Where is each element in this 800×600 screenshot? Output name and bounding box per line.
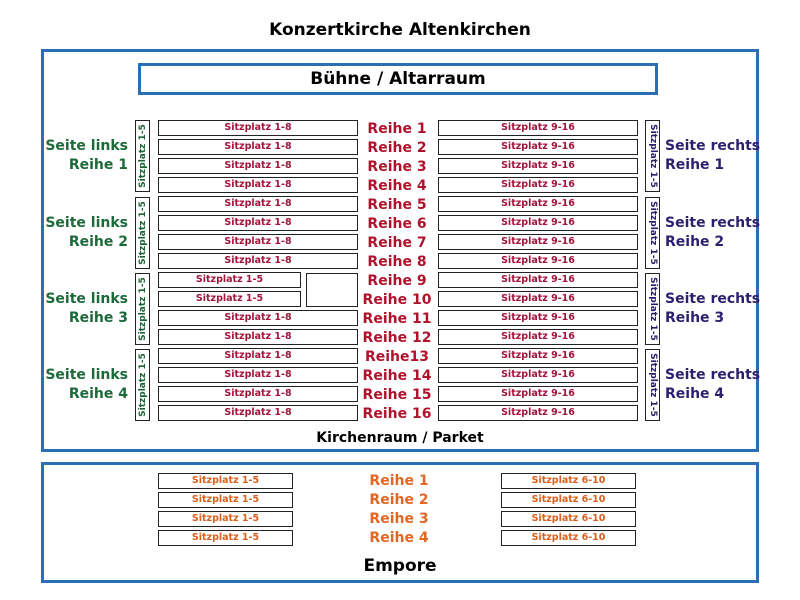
seat-block-right: Sitzplatz 9-16	[438, 348, 638, 364]
seat-block-right: Sitzplatz 9-16	[438, 310, 638, 326]
seat-block-left: Sitzplatz 1-8	[158, 329, 358, 345]
gallery-seat-block-left: Sitzplatz 1-5	[158, 492, 293, 508]
side-seat-block-left: Sitzplatz 1-5	[135, 349, 150, 421]
side-seat-label: Sitzplatz 1-5	[647, 353, 658, 417]
side-left-label-line1: Seite links	[45, 291, 128, 307]
side-left-label-line2: Reihe 3	[68, 310, 128, 326]
seat-block-left: Sitzplatz 1-8	[158, 367, 358, 383]
gallery-seat-block-left: Sitzplatz 1-5	[158, 530, 293, 546]
seat-block-right: Sitzplatz 9-16	[438, 215, 638, 231]
gallery-seat-block-left: Sitzplatz 1-5	[158, 473, 293, 489]
row-label: Reihe 9	[367, 273, 427, 289]
nave-frame	[41, 49, 759, 452]
row-label: Reihe 3	[367, 159, 427, 175]
gallery-label: Empore	[363, 556, 437, 576]
side-right-label-line1: Seite rechts	[665, 291, 761, 307]
stage-altar: Bühne / Altarraum	[138, 63, 658, 95]
side-seat-label: Sitzplatz 1-5	[647, 124, 658, 188]
seat-block-left: Sitzplatz 1-8	[158, 386, 358, 402]
seat-block-left: Sitzplatz 1-8	[158, 310, 358, 326]
seat-block-right: Sitzplatz 9-16	[438, 291, 638, 307]
gallery-row-label: Reihe 2	[369, 492, 429, 508]
row-label: Reihe 10	[362, 292, 432, 308]
seat-block-left: Sitzplatz 1-8	[158, 139, 358, 155]
side-seat-label: Sitzplatz 1-5	[647, 277, 658, 341]
gallery-seat-block-right: Sitzplatz 6-10	[501, 492, 636, 508]
row-label: Reihe 6	[367, 216, 427, 232]
seat-block-right: Sitzplatz 9-16	[438, 272, 638, 288]
side-left-label-line1: Seite links	[45, 367, 128, 383]
empty-area-block	[306, 273, 358, 307]
gallery-seat-block-right: Sitzplatz 6-10	[501, 530, 636, 546]
side-seat-block-left: Sitzplatz 1-5	[135, 197, 150, 269]
row-label: Reihe 16	[362, 406, 432, 422]
side-left-label-line2: Reihe 1	[68, 157, 128, 173]
row-label: Reihe 15	[362, 387, 432, 403]
seat-block-right: Sitzplatz 9-16	[438, 329, 638, 345]
seat-block-right: Sitzplatz 9-16	[438, 158, 638, 174]
side-left-label-line1: Seite links	[45, 215, 128, 231]
side-seat-label: Sitzplatz 1-5	[137, 277, 148, 341]
row-label: Reihe 1	[367, 121, 427, 137]
row-label: Reihe 7	[367, 235, 427, 251]
side-seat-block-left: Sitzplatz 1-5	[135, 273, 150, 345]
row-label: Reihe 11	[362, 311, 432, 327]
seat-block-left: Sitzplatz 1-5	[158, 291, 301, 307]
seat-block-right: Sitzplatz 9-16	[438, 386, 638, 402]
seat-block-right: Sitzplatz 9-16	[438, 139, 638, 155]
side-seat-block-left: Sitzplatz 1-5	[135, 120, 150, 192]
side-seat-label: Sitzplatz 1-5	[137, 353, 148, 417]
nave-label: Kirchenraum / Parket	[316, 430, 484, 446]
side-right-label-line1: Seite rechts	[665, 138, 761, 154]
side-right-label-line2: Reihe 1	[665, 157, 725, 173]
side-left-label-line1: Seite links	[45, 138, 128, 154]
row-label: Reihe13	[364, 349, 430, 365]
gallery-frame	[41, 462, 759, 583]
gallery-row-label: Reihe 1	[369, 473, 429, 489]
gallery-row-label: Reihe 4	[369, 530, 429, 546]
seat-block-right: Sitzplatz 9-16	[438, 120, 638, 136]
seat-block-right: Sitzplatz 9-16	[438, 234, 638, 250]
side-right-label-line2: Reihe 3	[665, 310, 725, 326]
gallery-seat-block-right: Sitzplatz 6-10	[501, 473, 636, 489]
seat-block-left: Sitzplatz 1-8	[158, 177, 358, 193]
row-label: Reihe 14	[362, 368, 432, 384]
row-label: Reihe 2	[367, 140, 427, 156]
seat-block-right: Sitzplatz 9-16	[438, 253, 638, 269]
row-label: Reihe 4	[367, 178, 427, 194]
side-seat-label: Sitzplatz 1-5	[647, 201, 658, 265]
side-left-label-line2: Reihe 2	[68, 234, 128, 250]
seat-block-left: Sitzplatz 1-8	[158, 405, 358, 421]
seat-block-left: Sitzplatz 1-8	[158, 234, 358, 250]
row-label: Reihe 8	[367, 254, 427, 270]
side-seat-block-right: Sitzplatz 1-5	[645, 349, 660, 421]
side-right-label-line1: Seite rechts	[665, 215, 761, 231]
seat-block-right: Sitzplatz 9-16	[438, 196, 638, 212]
gallery-row-label: Reihe 3	[369, 511, 429, 527]
seat-block-left: Sitzplatz 1-8	[158, 215, 358, 231]
side-seat-block-right: Sitzplatz 1-5	[645, 273, 660, 345]
seat-block-left: Sitzplatz 1-8	[158, 253, 358, 269]
side-right-label-line2: Reihe 2	[665, 234, 725, 250]
seat-block-left: Sitzplatz 1-8	[158, 196, 358, 212]
seat-block-left: Sitzplatz 1-5	[158, 272, 301, 288]
row-label: Reihe 12	[362, 330, 432, 346]
seat-block-left: Sitzplatz 1-8	[158, 120, 358, 136]
row-label: Reihe 5	[367, 197, 427, 213]
side-right-label-line2: Reihe 4	[665, 386, 725, 402]
side-seat-label: Sitzplatz 1-5	[137, 124, 148, 188]
gallery-seat-block-right: Sitzplatz 6-10	[501, 511, 636, 527]
side-right-label-line1: Seite rechts	[665, 367, 761, 383]
page-title: Konzertkirche Altenkirchen	[269, 20, 531, 40]
side-left-label-line2: Reihe 4	[68, 386, 128, 402]
side-seat-block-right: Sitzplatz 1-5	[645, 120, 660, 192]
side-seat-label: Sitzplatz 1-5	[137, 201, 148, 265]
seat-block-right: Sitzplatz 9-16	[438, 177, 638, 193]
seat-block-right: Sitzplatz 9-16	[438, 405, 638, 421]
seat-block-right: Sitzplatz 9-16	[438, 367, 638, 383]
seat-block-left: Sitzplatz 1-8	[158, 158, 358, 174]
gallery-seat-block-left: Sitzplatz 1-5	[158, 511, 293, 527]
seat-block-left: Sitzplatz 1-8	[158, 348, 358, 364]
side-seat-block-right: Sitzplatz 1-5	[645, 197, 660, 269]
